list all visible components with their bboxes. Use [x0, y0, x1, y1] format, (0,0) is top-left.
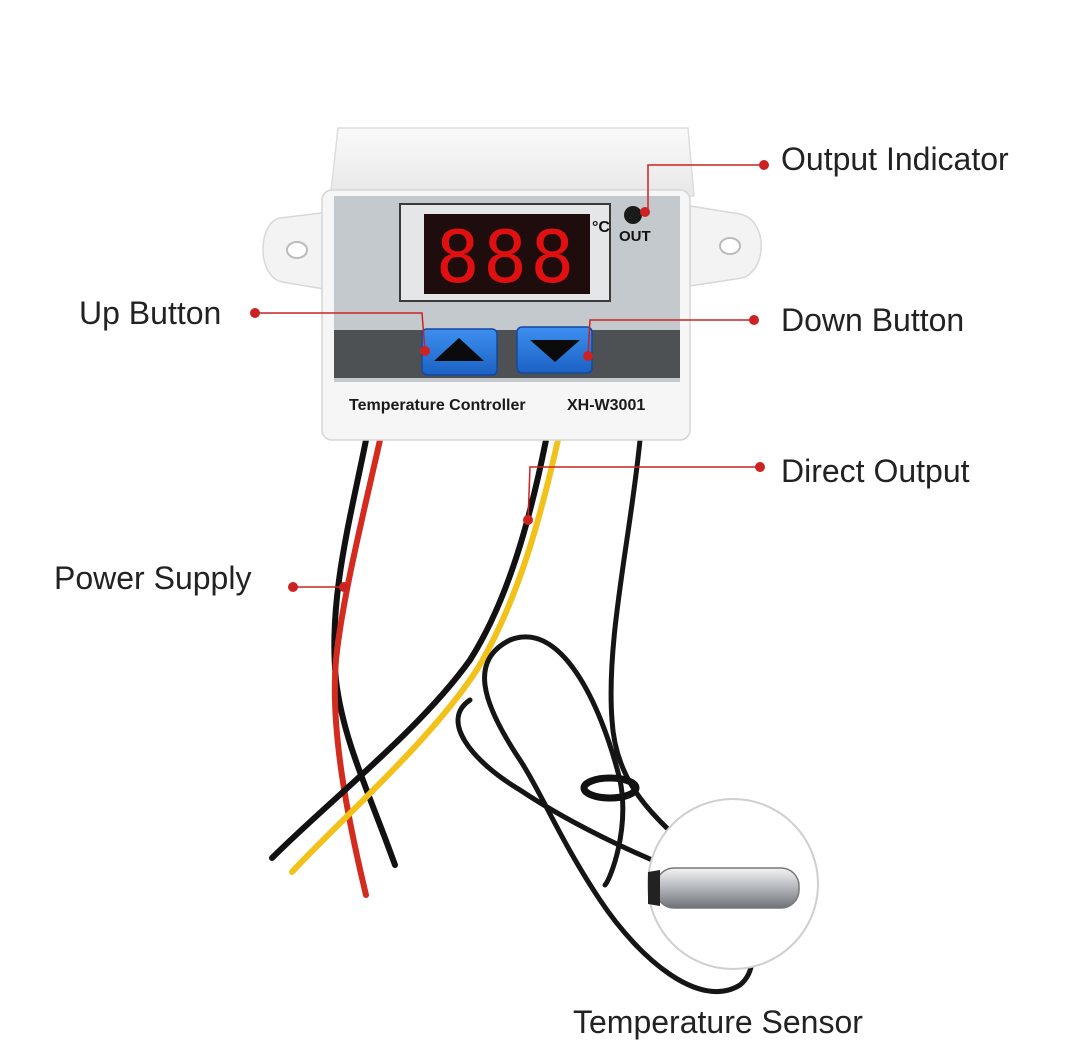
display-digits: 888	[436, 215, 578, 299]
callout-lines	[255, 164, 764, 588]
out-label: OUT	[619, 228, 651, 245]
display-window	[424, 214, 590, 294]
output-wire-black	[269, 437, 549, 861]
label-power-supply: Power Supply	[54, 560, 252, 596]
power-wire-red	[331, 437, 383, 898]
triangle-down-icon	[530, 340, 580, 362]
callout-line-direct-output	[527, 466, 760, 521]
up-button[interactable]	[421, 328, 498, 376]
label-temperature-sensor: Temperature Sensor	[573, 1004, 863, 1040]
device-model: XH-W3001	[567, 397, 645, 414]
output-wire-yellow	[289, 437, 561, 875]
button-strip	[334, 330, 680, 378]
controller-housing	[262, 127, 762, 441]
callout-line-output-indicator	[647, 164, 764, 212]
out-led	[624, 206, 642, 224]
triangle-up-icon	[434, 338, 484, 361]
callout-line-up-button	[255, 312, 426, 352]
cable-tie	[580, 774, 640, 802]
label-output-indicator: Output Indicator	[781, 141, 1009, 177]
label-down-button: Down Button	[781, 302, 965, 338]
callout-line-down-button	[587, 319, 754, 356]
probe-magnifier	[647, 798, 819, 970]
unit-label: °C	[592, 219, 610, 236]
down-button[interactable]	[516, 326, 593, 374]
callout-dots	[250, 160, 769, 592]
probe-tip	[655, 867, 800, 909]
sensor-cable	[482, 437, 755, 995]
device-name: Temperature Controller	[349, 397, 526, 414]
label-direct-output: Direct Output	[781, 453, 970, 489]
label-up-button: Up Button	[79, 295, 222, 331]
